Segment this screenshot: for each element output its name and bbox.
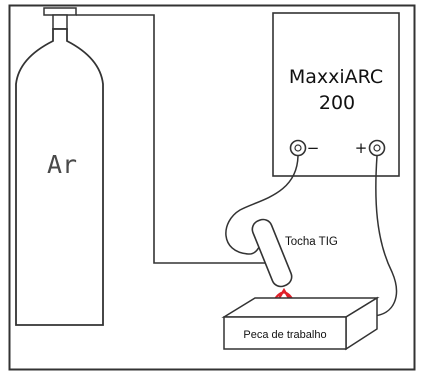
- argon-cylinder: Ar: [15, 7, 104, 326]
- gas-hose: [76, 14, 266, 264]
- work-cable: [371, 155, 398, 317]
- cylinder-valve-handle: [43, 7, 77, 16]
- workpiece-front: [223, 316, 347, 350]
- positive-terminal-label: +: [355, 139, 368, 157]
- torch-cable: [225, 155, 299, 255]
- negative-terminal-label: −: [307, 139, 320, 157]
- cylinder-valve-stem: [52, 14, 68, 30]
- cylinder-gas-label: Ar: [47, 150, 77, 179]
- cylinder-body: [15, 28, 104, 326]
- negative-terminal-core: [294, 144, 302, 152]
- machine-model-number: 200: [319, 92, 355, 114]
- workpiece: Peca de trabalho: [221, 296, 380, 351]
- diagram-frame: [8, 4, 416, 371]
- tig-torch: Tocha TIG: [251, 218, 338, 288]
- torch-body: [251, 218, 293, 288]
- machine-model-name: MaxxiARC: [289, 66, 383, 88]
- positive-terminal: [368, 139, 386, 157]
- negative-terminal: [289, 139, 307, 157]
- workpiece-label: Peca de trabalho: [243, 329, 326, 341]
- positive-terminal-core: [373, 144, 381, 152]
- torch-label: Tocha TIG: [285, 236, 338, 248]
- welding-machine: MaxxiARC 200 − +: [272, 12, 400, 177]
